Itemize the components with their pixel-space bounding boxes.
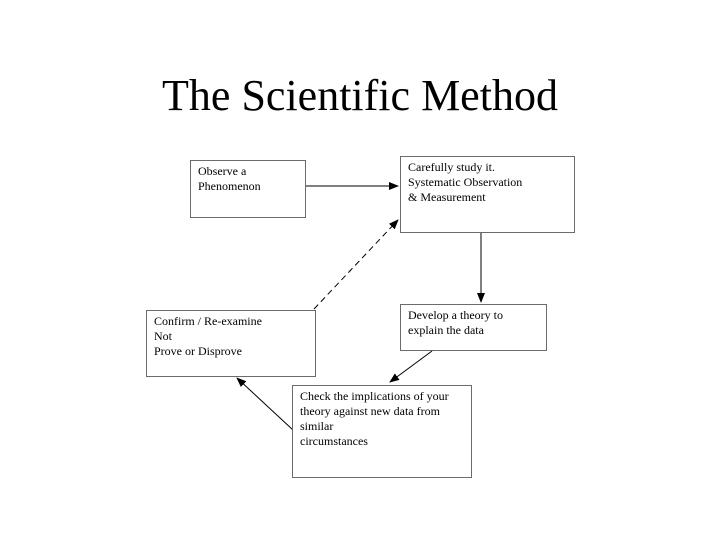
node-confirm-reexamine: Confirm / Re-examine Not Prove or Dispro…: [146, 310, 316, 377]
node-develop-theory-text: Develop a theory to explain the data: [408, 308, 503, 337]
node-check-implications-text: Check the implications of your theory ag…: [300, 389, 449, 448]
edge-confirm-to-study-dashed: [313, 219, 399, 310]
node-careful-study: Carefully study it. Systematic Observati…: [400, 156, 575, 233]
node-careful-study-text: Carefully study it. Systematic Observati…: [408, 160, 523, 204]
node-observe-phenomenon: Observe a Phenomenon: [190, 160, 306, 218]
slide-title: The Scientific Method: [162, 71, 558, 120]
node-confirm-reexamine-text: Confirm / Re-examine Not Prove or Dispro…: [154, 314, 262, 358]
edge-theory-to-check: [389, 350, 433, 383]
edge-check-to-confirm: [236, 377, 294, 431]
node-observe-phenomenon-text: Observe a Phenomenon: [198, 164, 261, 193]
node-develop-theory: Develop a theory to explain the data: [400, 304, 547, 351]
node-check-implications: Check the implications of your theory ag…: [292, 385, 472, 478]
